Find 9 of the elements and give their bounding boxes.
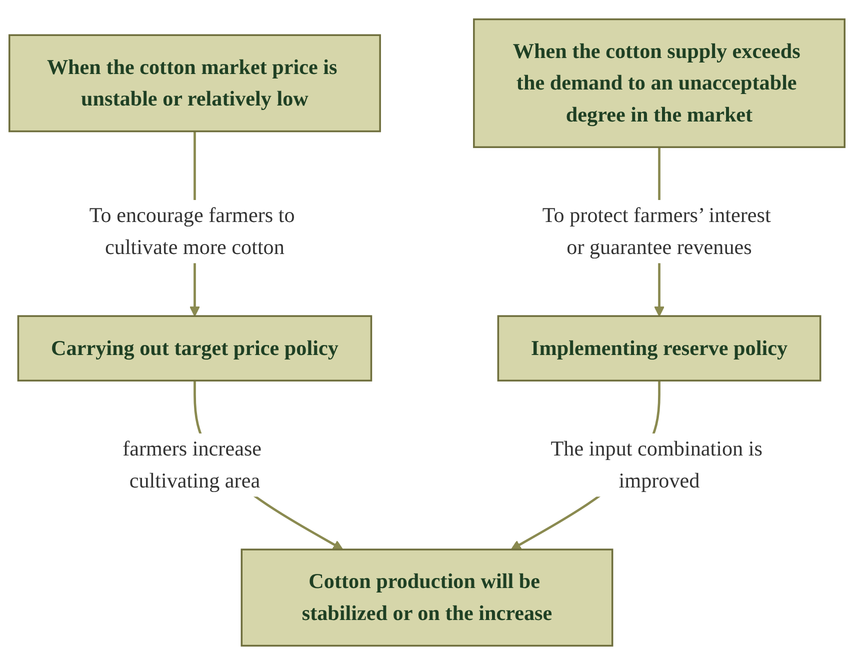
node-box: Cotton production will be stabilized or on the increase [240,548,614,647]
node-box: When the cotton supply exceeds the demand to an unacceptable degree in the market [473,18,846,148]
node-box: Implementing reserve policy [497,315,822,382]
edge-label: To protect farmers’ interest or guarantee revenues [542,203,771,259]
edge-label: To encourage farmers to cultivate more cotton [89,203,295,259]
edge-label: The input combination is improved [550,436,762,492]
node-box: When the cotton market price is unstable or relatively low [8,34,381,132]
node-box: Carrying out target price policy [17,315,372,382]
edge-label: farmers increase cultivating area [122,436,262,492]
